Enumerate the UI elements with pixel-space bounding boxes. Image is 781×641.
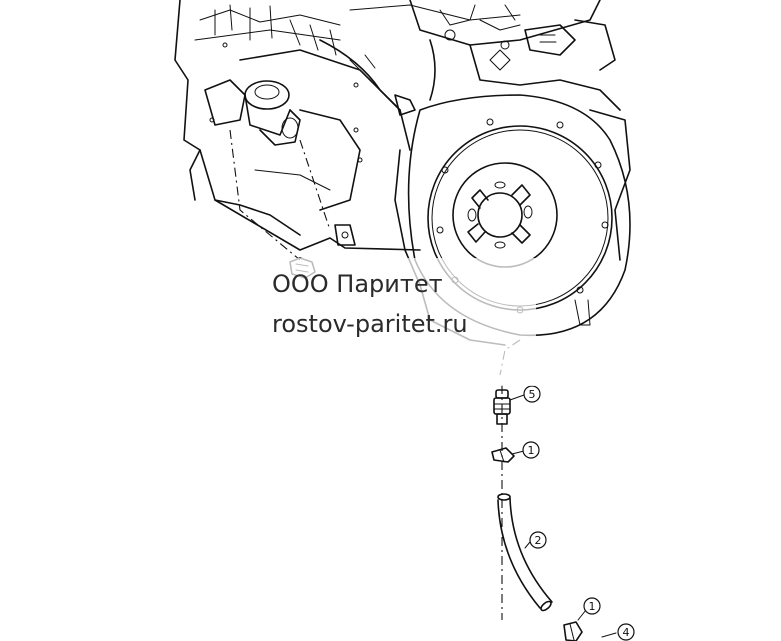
callout-2: 2 <box>529 531 547 549</box>
svg-text:1: 1 <box>528 444 535 457</box>
engine-top-right <box>409 0 621 111</box>
svg-text:2: 2 <box>535 534 542 547</box>
engine-block <box>174 0 521 261</box>
svg-text:4: 4 <box>623 626 630 639</box>
watermark-website: rostov-paritet.ru <box>272 310 468 338</box>
callout-1-lower: 1 <box>583 597 601 615</box>
part-hose <box>497 493 553 612</box>
callout-leaders <box>509 394 617 638</box>
watermark-company: ООО Паритет <box>272 270 443 298</box>
callout-4: 4 <box>617 623 635 641</box>
callout-5: 5 <box>523 385 541 403</box>
part-hose-clamp-upper <box>491 447 515 463</box>
part-hose-clamp-lower <box>563 621 583 641</box>
svg-text:1: 1 <box>589 600 596 613</box>
part-adapter-fitting <box>493 389 511 425</box>
watermark-background <box>246 258 536 386</box>
callout-1-upper: 1 <box>522 441 540 459</box>
svg-text:5: 5 <box>529 388 536 401</box>
